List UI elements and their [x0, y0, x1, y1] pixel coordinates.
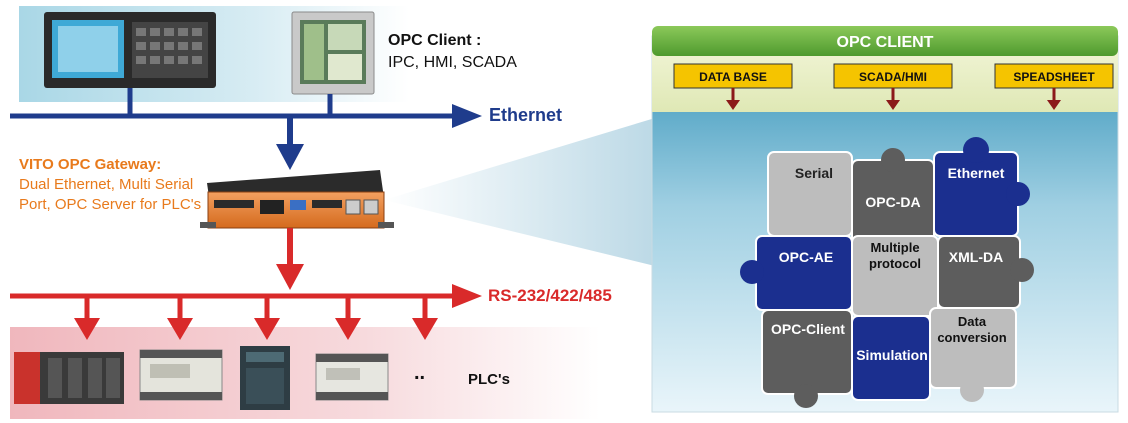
puzzle-label-conversion: conversion: [937, 330, 1006, 345]
puzzle-label-xml-da: XML-DA: [949, 249, 1003, 265]
gateway-device-icon: [200, 170, 394, 229]
puzzle-label-protocol: protocol: [869, 256, 921, 271]
plc-device-1-icon: [14, 352, 124, 404]
plc-device-2-icon: [139, 349, 223, 401]
svg-text:DATA BASE: DATA BASE: [699, 70, 767, 84]
svg-text:SCADA/HMI: SCADA/HMI: [859, 70, 927, 84]
puzzle-piece-xml-da: [937, 235, 1021, 309]
svg-text:SPEADSHEET: SPEADSHEET: [1013, 70, 1095, 84]
protocol-puzzle: Serial OPC-DA Ethernet OPC-AE Multiple p…: [740, 137, 1034, 408]
opc-client-title: OPC Client :: [388, 32, 482, 49]
gateway-down-arrow-icon: [276, 144, 304, 170]
serial-arrow-icon: [452, 284, 482, 308]
plc-label: PLC's: [468, 371, 510, 388]
puzzle-label-multiple: Multiple: [870, 240, 919, 255]
puzzle-label-data: Data: [958, 314, 987, 329]
ethernet-label: Ethernet: [489, 105, 563, 125]
puzzle-label-opc-client: OPC-Client: [771, 321, 845, 337]
tag-database: DATA BASE: [673, 63, 793, 110]
puzzle-label-opc-da: OPC-DA: [865, 194, 920, 210]
puzzle-label-simulation: Simulation: [856, 347, 928, 363]
opc-client-header-text: OPC CLIENT: [837, 34, 934, 51]
serial-label: RS-232/422/485: [488, 286, 612, 305]
puzzle-label-serial: Serial: [795, 165, 833, 181]
opc-client-header: [652, 26, 1118, 56]
puzzle-label-ethernet: Ethernet: [948, 165, 1005, 181]
ethernet-arrow-icon: [452, 104, 482, 128]
puzzle-piece-opc-ae: [755, 235, 853, 311]
plc-device-4-icon: [315, 353, 389, 401]
opc-client-desc: IPC, HMI, SCADA: [388, 54, 517, 71]
tag-spreadsheet: SPEADSHEET: [994, 63, 1114, 110]
hmi-panel-icon: [291, 11, 375, 95]
tag-scada-hmi: SCADA/HMI: [833, 63, 953, 110]
puzzle-label-opc-ae: OPC-AE: [779, 249, 833, 265]
gateway-label: VITO OPC Gateway: Dual Ethernet, Multi S…: [19, 155, 209, 215]
ipc-device-icon: [44, 12, 216, 88]
gateway-title: VITO OPC Gateway:: [19, 156, 162, 173]
zoom-beam: [384, 118, 655, 266]
gateway-desc: Dual Ethernet, Multi Serial Port, OPC Se…: [19, 176, 202, 213]
opc-client-label: OPC Client : IPC, HMI, SCADA: [388, 30, 517, 74]
plc-drop-arrows: [74, 296, 438, 340]
ellipsis-label: ..: [414, 362, 426, 384]
plc-device-3-icon: [240, 346, 290, 410]
serial-down-arrow-icon: [276, 264, 304, 290]
